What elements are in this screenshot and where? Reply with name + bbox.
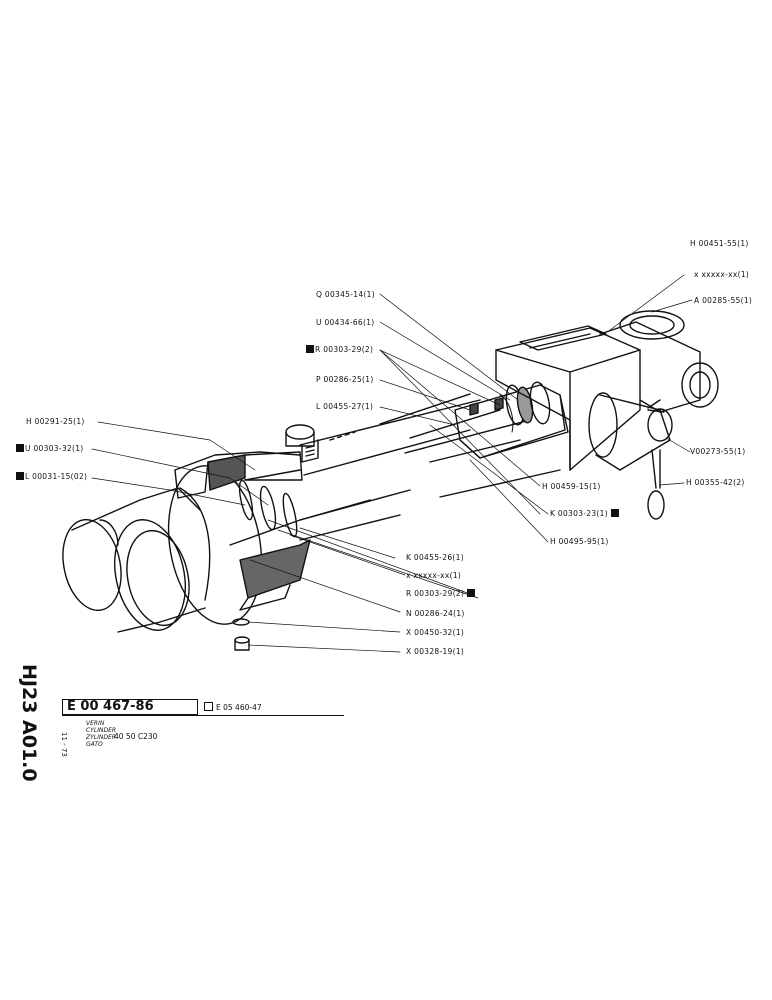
- cylinder-head: [379, 310, 719, 520]
- name-en: CYLINDER: [86, 727, 117, 734]
- spec: 40 50 C230: [114, 732, 158, 741]
- label-x00450: X 00450-32(1): [406, 628, 465, 637]
- label-h00495: H 00495-95(1): [550, 537, 609, 546]
- label-u00303: U 00303-32(1): [16, 444, 84, 453]
- label-n00286: N 00286-24(1): [406, 609, 465, 618]
- reference: E 05 460-47: [204, 702, 262, 712]
- label-a00285: A 00285-55(1): [694, 296, 753, 305]
- label-x00328: X 00328-19(1): [406, 647, 465, 656]
- name-es: GATO: [86, 741, 103, 748]
- label-h00355: H 00355-42(2): [686, 478, 745, 487]
- name-de: ZYLINDER: [86, 734, 116, 741]
- marker-square: [16, 444, 24, 452]
- label-v00273: V00273-55(1): [690, 447, 746, 456]
- label-h00451: H 00451-55(1): [690, 239, 749, 248]
- label-k00303: K 00303-23(1): [550, 509, 619, 518]
- marker-square: [610, 509, 619, 517]
- label-u00434: U 00434-66(1): [316, 318, 375, 327]
- label-xxxxx-mid: x xxxxx-xx(1): [406, 571, 462, 580]
- name-fr: VERIN: [86, 720, 105, 727]
- label-r00303-top: R 00303-29(2): [306, 345, 373, 354]
- document-number: E 00 467-86: [62, 699, 198, 715]
- clevis-end: [62, 399, 481, 651]
- divider: [62, 715, 344, 716]
- part-names: VERIN CYLINDER ZYLINDER GATO: [86, 720, 116, 748]
- marker-square: [16, 472, 24, 480]
- checkbox-icon: [204, 702, 213, 711]
- label-l00031: L 00031-15(02): [16, 472, 87, 481]
- label-h00459: H 00459-15(1): [542, 482, 601, 491]
- label-l00455: L 00455-27(1): [316, 402, 374, 411]
- label-xxxxx-top: x xxxxx-xx(1): [694, 270, 750, 279]
- leader-lines: [91, 274, 693, 653]
- label-k00455: K 00455-26(1): [406, 553, 464, 562]
- label-p00286: P 00286-25(1): [316, 375, 374, 384]
- label-r00303-bottom: R 00303-29(2): [406, 589, 476, 598]
- label-h00291: H 00291-25(1): [26, 417, 85, 426]
- marker-square: [306, 345, 314, 353]
- side-code: HJ23 A01.0: [18, 664, 40, 782]
- title-block: E 00 467-86 E 05 460-47 VERIN CYLINDER Z…: [62, 699, 344, 761]
- side-code-block: HJ23 A01.0 11 - 73: [8, 662, 68, 782]
- label-q00345: Q 00345-14(1): [316, 290, 375, 299]
- marker-square: [467, 589, 476, 597]
